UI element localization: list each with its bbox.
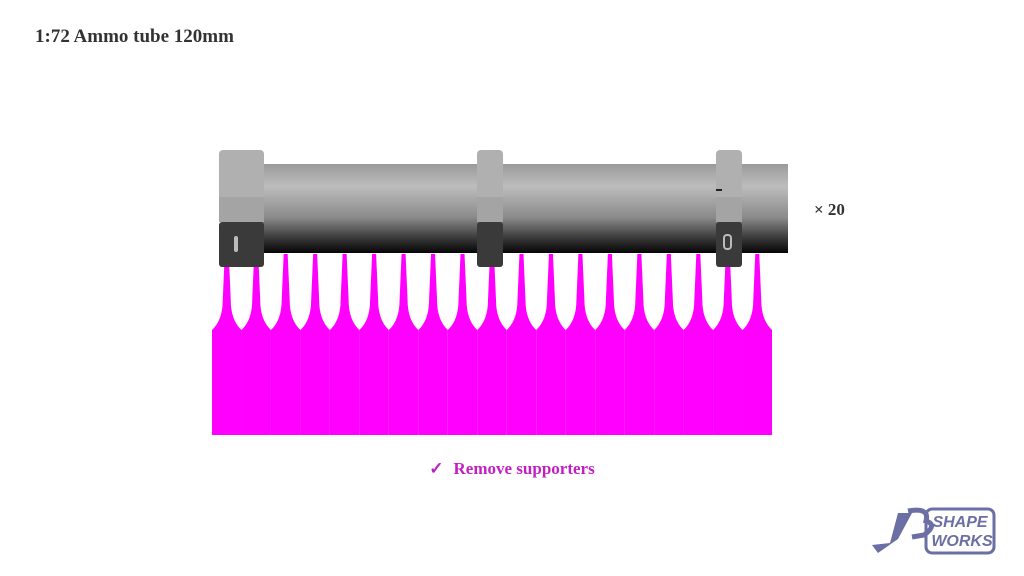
support-pin	[388, 254, 419, 435]
support-pin	[212, 254, 242, 435]
support-pin	[536, 254, 566, 435]
supports-group	[212, 254, 772, 435]
shapeworks-logo: SHAPE WORKS	[868, 505, 998, 562]
support-pin	[359, 254, 389, 435]
ammo-tube	[219, 150, 788, 267]
support-pin	[270, 254, 301, 435]
support-pin	[241, 254, 271, 435]
logo-line2: WORKS	[931, 533, 993, 550]
collar-middle	[477, 150, 503, 267]
collar-left	[219, 150, 264, 267]
support-pin	[654, 254, 684, 435]
support-pin	[329, 254, 360, 435]
support-pin	[595, 254, 625, 435]
instruction-note: ✓ Remove supporters	[0, 459, 1024, 479]
support-pin	[683, 254, 714, 435]
collar-right	[716, 150, 742, 267]
tube-body	[255, 164, 788, 253]
support-pin	[418, 254, 448, 435]
support-pin	[447, 254, 478, 435]
support-pin	[477, 254, 507, 435]
support-pin	[624, 254, 655, 435]
check-icon: ✓	[429, 459, 444, 478]
support-pin	[742, 254, 772, 435]
support-pin	[506, 254, 537, 435]
logo-line1: SHAPE	[932, 514, 988, 531]
support-pin	[300, 254, 330, 435]
instruction-text: Remove supporters	[453, 459, 595, 478]
page-title: 1:72 Ammo tube 120mm	[35, 26, 234, 47]
support-pin	[565, 254, 596, 435]
quantity-label: × 20	[814, 200, 845, 219]
support-pin	[713, 254, 743, 435]
